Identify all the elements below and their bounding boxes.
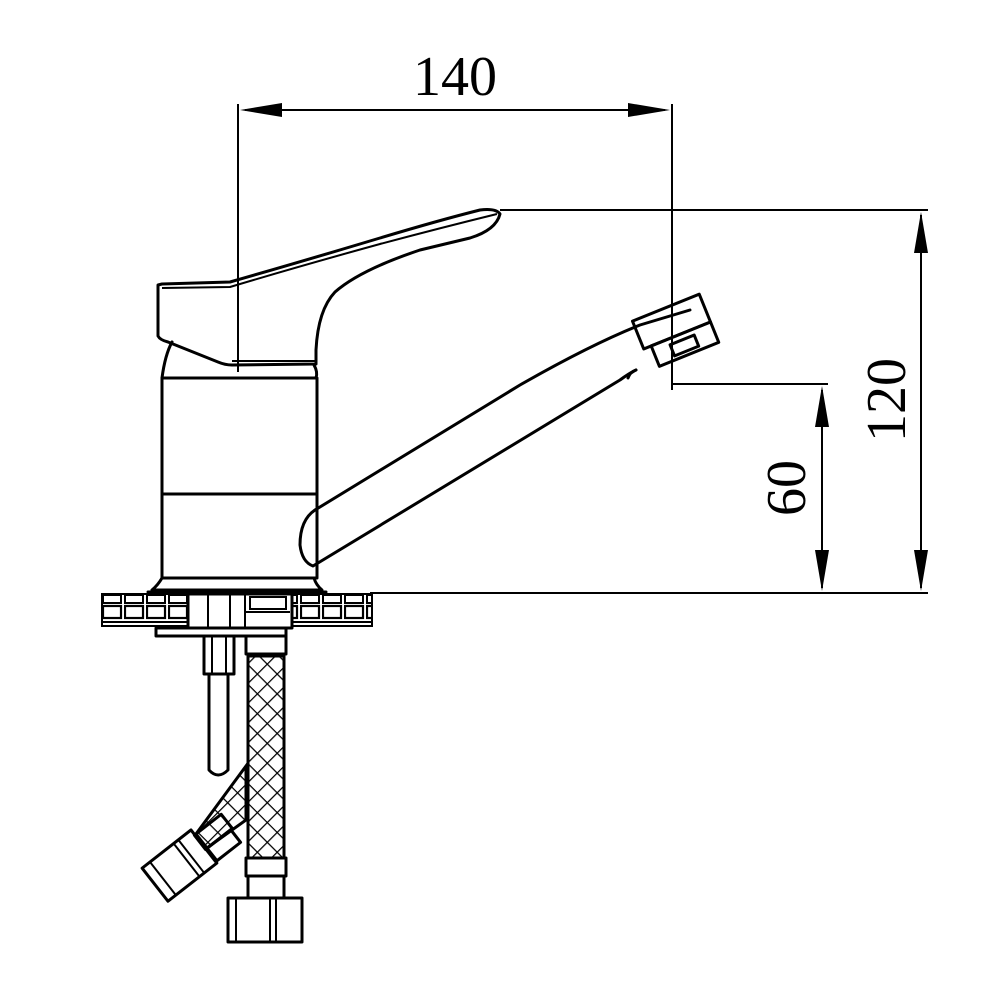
spout — [298, 308, 692, 568]
dimension-120-label: 120 — [856, 358, 918, 442]
dimension-140: 140 — [237, 46, 673, 390]
dimension-120: 120 — [370, 209, 928, 594]
mounting-base — [101, 592, 373, 638]
dimension-60-label: 60 — [756, 460, 818, 516]
threaded-stud — [202, 634, 236, 777]
dimension-140-label: 140 — [413, 46, 497, 108]
hose-nut-angled — [140, 828, 219, 903]
braided-hose-angled — [140, 761, 248, 903]
braided-hose-straight — [244, 634, 288, 900]
dimension-60: 60 — [672, 383, 829, 591]
aerator — [630, 292, 721, 368]
hose-nut-straight — [226, 896, 304, 944]
lever-handle — [156, 208, 502, 367]
faucet-body — [146, 340, 328, 594]
